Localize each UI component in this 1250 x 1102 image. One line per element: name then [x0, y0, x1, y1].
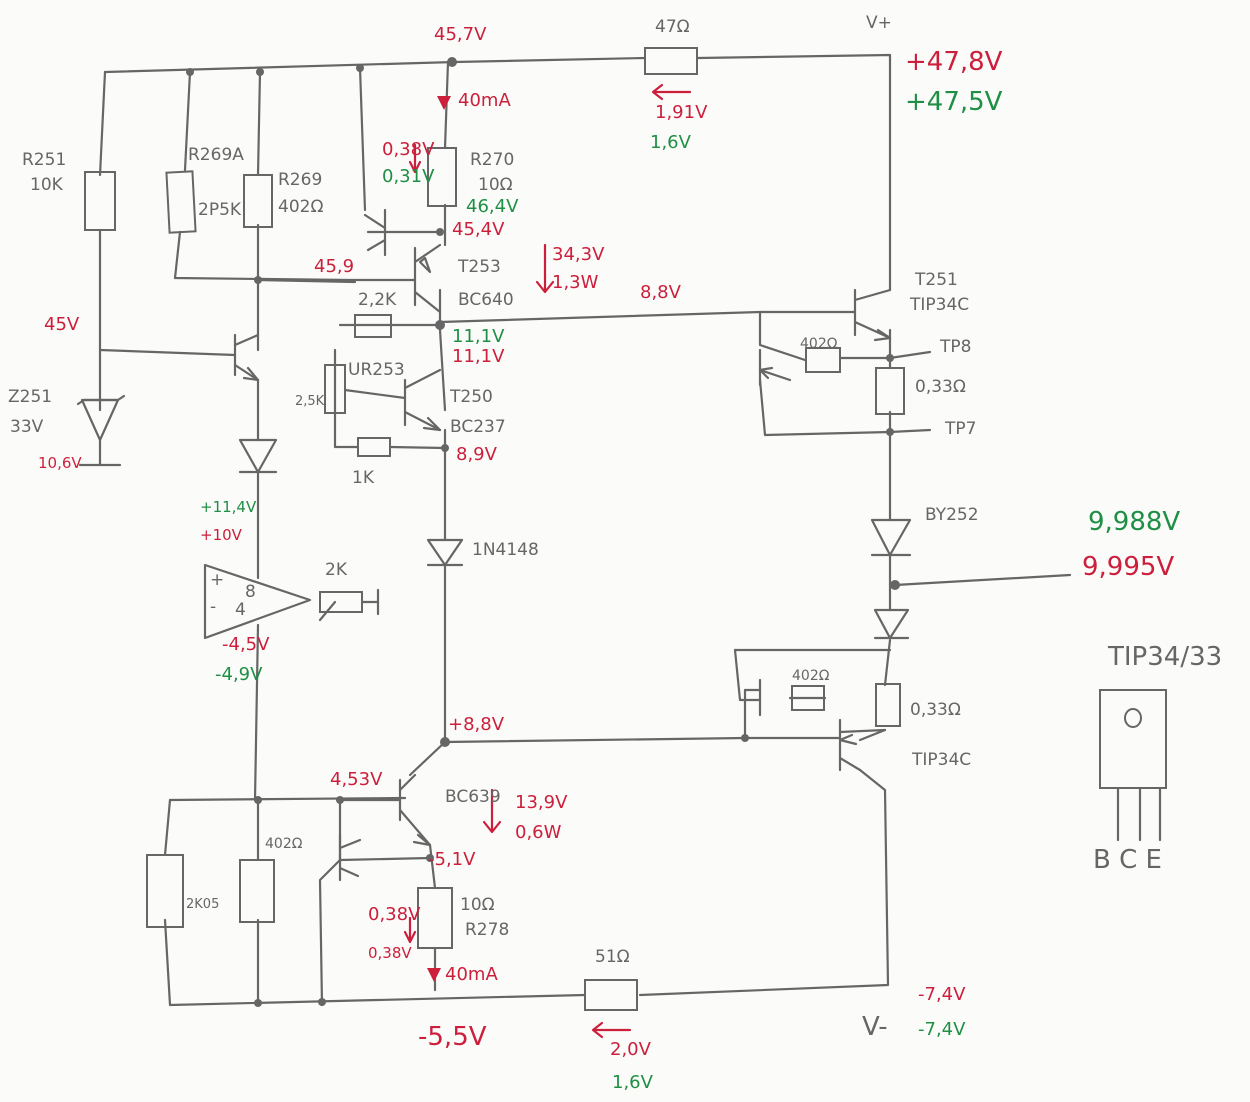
- v45-label: 45V: [44, 314, 80, 335]
- r-402-bottom-label: 402Ω: [792, 668, 830, 684]
- r47-drop-red: 1,91V: [655, 102, 708, 123]
- r269a-value: 2P5K: [198, 200, 242, 220]
- r-1k-label: 1K: [352, 468, 375, 488]
- t253-vce: 34,3V: [552, 244, 605, 265]
- tp8-label: TP8: [939, 337, 971, 357]
- output-green: 9,988V: [1088, 507, 1180, 537]
- output-red: 9,995V: [1082, 552, 1174, 582]
- r270-bottom-green: 46,4V: [466, 196, 519, 217]
- resistor-bodies: [84, 47, 905, 1011]
- package-title: TIP34/33: [1107, 642, 1222, 672]
- r51-label: 51Ω: [595, 947, 630, 967]
- r270-value: 10Ω: [478, 175, 513, 195]
- junction-dots: [186, 57, 900, 1007]
- r278-value: 10Ω: [460, 895, 495, 915]
- package-pins: B C E: [1093, 845, 1162, 875]
- vplus-green: +47,5V: [905, 87, 1003, 117]
- zener-name: Z251: [8, 387, 52, 407]
- r278-name: R278: [465, 920, 509, 940]
- r278-drop-red: 0,38V: [368, 904, 421, 925]
- t250-type: BC237: [450, 417, 506, 437]
- diode-1n4148-label: 1N4148: [472, 540, 539, 560]
- t250-name: T250: [449, 387, 493, 407]
- t251-type: TIP34C: [909, 295, 969, 315]
- r278-drop-green: 0,38V: [368, 944, 412, 962]
- r-2k5-label: 2,5K: [295, 394, 325, 409]
- r269-value: 402Ω: [278, 197, 323, 217]
- opamp-minus-sign: -: [210, 597, 216, 617]
- opamp-minus-red: -4,5V: [222, 634, 270, 655]
- vplus-red: +47,8V: [905, 47, 1003, 77]
- opamp-plus-red: +10V: [200, 526, 243, 544]
- r-402-bl-label: 402Ω: [265, 836, 303, 852]
- r47-label: 47Ω: [655, 17, 690, 37]
- wires: [98, 53, 1072, 1007]
- r-0332-bottom-label: 0,33Ω: [910, 700, 961, 720]
- vminus-label: V-: [862, 1012, 888, 1042]
- top-current: 40mA: [458, 90, 511, 111]
- semiconductors: [76, 208, 912, 882]
- t251-name: T251: [914, 270, 958, 290]
- bc639-vce: 13,9V: [515, 792, 568, 813]
- by252-label: BY252: [925, 505, 979, 525]
- node-88: +8,8V: [448, 714, 505, 735]
- t253-type: BC640: [458, 290, 514, 310]
- top-node-voltage: 45,7V: [434, 24, 487, 45]
- r269a-name: R269A: [188, 145, 244, 165]
- opamp-pin4: 4: [235, 600, 246, 620]
- r-2k-opamp-label: 2K: [325, 560, 348, 580]
- r47-drop-green: 1,6V: [650, 132, 692, 153]
- zener-value: 33V: [10, 417, 44, 437]
- r270-name: R270: [470, 150, 514, 170]
- vminus-red: -7,4V: [918, 984, 966, 1005]
- node-459: 45,9: [314, 256, 354, 277]
- tip34-package: [1099, 689, 1167, 842]
- r-0332-top-label: 0,33Ω: [915, 377, 966, 397]
- opamp-plus-green: +11,4V: [200, 498, 257, 516]
- t250-emitter-v: 8,9V: [456, 444, 498, 465]
- tip34c-bottom-label: TIP34C: [911, 750, 971, 770]
- r51-drop-green: 1,6V: [612, 1072, 654, 1093]
- vplus-label: V+: [866, 13, 892, 33]
- r269-name: R269: [278, 170, 322, 190]
- vminus-green: -7,4V: [918, 1019, 966, 1040]
- t253-name: T253: [457, 257, 501, 277]
- r-402-t251-label: 402Ω: [800, 336, 838, 352]
- node-55: -5,5V: [418, 1022, 487, 1052]
- bc639-base-v: 4,53V: [330, 769, 383, 790]
- opamp-pin8: 8: [245, 582, 256, 602]
- r270-drop-green: 0,31V: [382, 166, 435, 187]
- ur253-label: UR253: [348, 360, 405, 380]
- opamp-plus-sign: +: [210, 570, 224, 590]
- r51-drop-red: 2,0V: [610, 1039, 652, 1060]
- opamp-minus-green: -4,9V: [215, 664, 263, 685]
- r-2k2-label: 2,2K: [358, 290, 397, 310]
- t251-base-v: 8,8V: [640, 282, 682, 303]
- bottom-current: 40mA: [445, 964, 498, 985]
- r251-value: 10K: [30, 175, 64, 195]
- t250-col-red: 11,1V: [452, 346, 505, 367]
- t253-power: 1,3W: [552, 272, 599, 293]
- bc639-name: BC639: [445, 787, 501, 807]
- zener-voltage: 10,6V: [38, 454, 82, 472]
- r251-name: R251: [22, 150, 66, 170]
- bc639-emitter-v: -5,1V: [428, 849, 476, 870]
- tp7-label: TP7: [944, 419, 976, 439]
- r270-bottom-red: 45,4V: [452, 219, 505, 240]
- bc639-power: 0,6W: [515, 822, 562, 843]
- r-2k05-label: 2K05: [186, 897, 219, 912]
- r270-drop-red: 0,38V: [382, 139, 435, 160]
- t250-col-green: 11,1V: [452, 326, 505, 347]
- annotation-arrows: [403, 83, 692, 1039]
